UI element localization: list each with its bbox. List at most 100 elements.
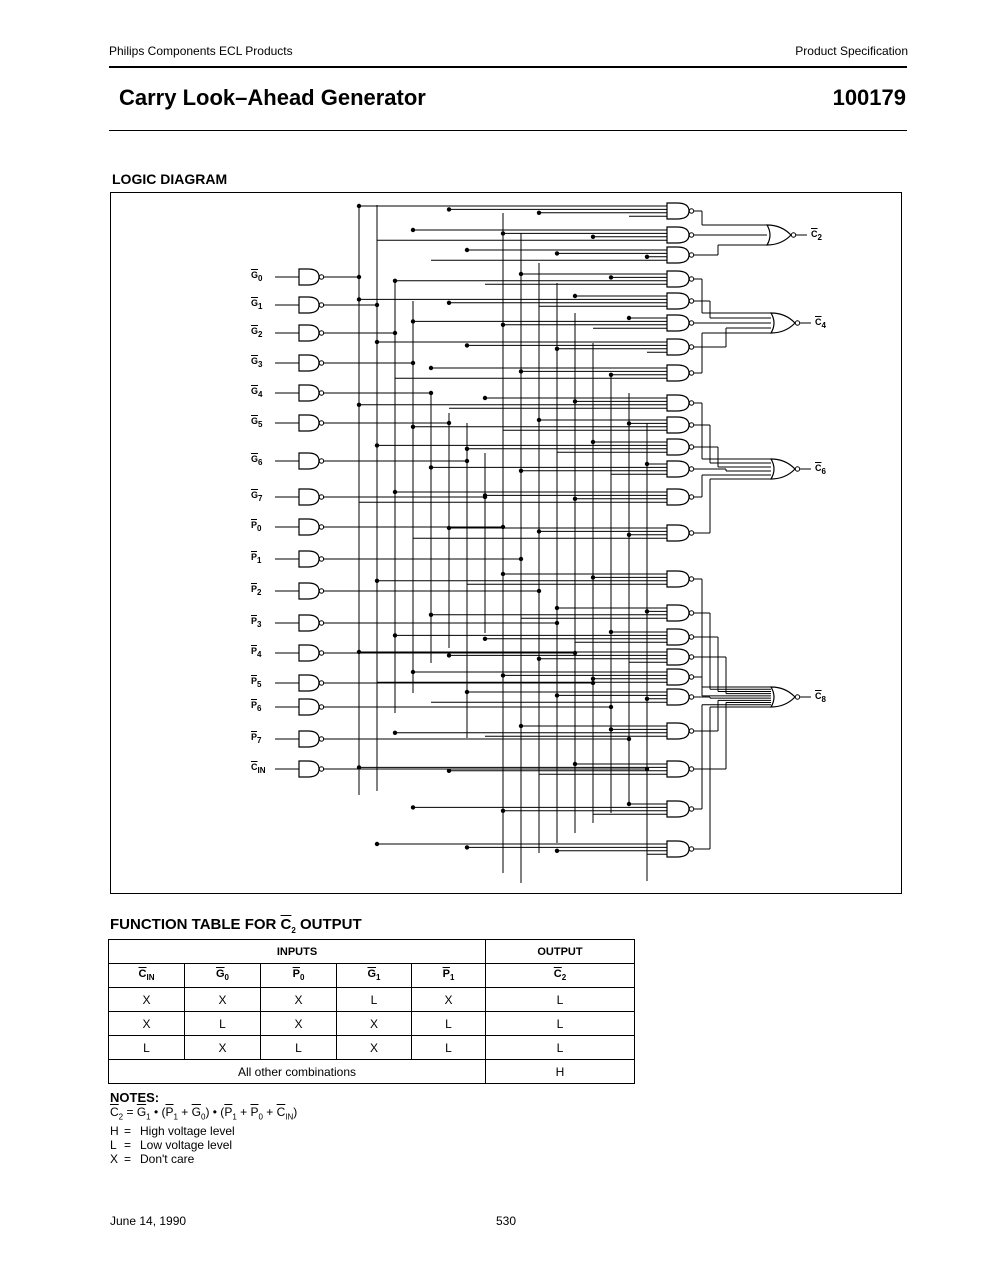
inversion-bubble (688, 766, 695, 772)
inversion-bubble (688, 422, 695, 428)
input-buffer-gate (298, 644, 320, 662)
inversion-bubble (688, 344, 695, 350)
and-gate (666, 394, 690, 412)
inversion-bubble (688, 728, 695, 734)
input-buffer-gate (298, 296, 320, 314)
inversion-bubble (688, 276, 695, 282)
junction-dot (608, 629, 614, 635)
and-gate (666, 314, 690, 332)
output-label: C8 (815, 691, 826, 704)
junction-dot (446, 525, 452, 531)
inversion-bubble (688, 232, 695, 238)
notes-heading: NOTES: (110, 1090, 160, 1105)
table-cell: L (485, 1035, 635, 1060)
junction-dot (590, 439, 596, 445)
and-gate (666, 438, 690, 456)
input-label: P6 (251, 700, 262, 713)
junction-dot (374, 443, 380, 448)
junction-dot (374, 339, 380, 345)
table-cell: X (260, 987, 337, 1012)
junction-dot (482, 493, 488, 498)
junction-dot (464, 845, 470, 850)
table-cell: X (336, 1011, 412, 1036)
junction-dot (536, 210, 542, 215)
inversion-bubble (688, 252, 695, 258)
input-buffer-gate (298, 674, 320, 692)
and-gate (666, 840, 690, 858)
inversion-bubble (688, 846, 695, 852)
inputs-header: INPUTS (108, 939, 486, 964)
or-gate (769, 312, 796, 334)
table-cell: L (485, 1011, 635, 1036)
junction-dot (590, 575, 596, 580)
notes: NOTES: C2 = G1 • (P1 + G0) • (P1 + P0 + … (110, 1090, 297, 1167)
junction-dot (428, 465, 434, 470)
input-buffer-gate (298, 354, 320, 372)
inversion-bubble (688, 400, 695, 406)
junction-dot (608, 372, 614, 377)
inversion-bubble (688, 806, 695, 812)
junction-dot (572, 399, 578, 404)
table-cell: X (184, 987, 261, 1012)
and-gate (666, 246, 690, 264)
footer-date: June 14, 1990 (110, 1214, 187, 1228)
output-label: C4 (815, 317, 826, 330)
junction-dot (572, 293, 578, 299)
junction-dot (644, 696, 650, 701)
junction-dot (554, 605, 560, 611)
junction-dot (608, 727, 614, 732)
inversion-bubble (688, 208, 695, 214)
input-label: G5 (251, 416, 263, 429)
junction-dot (554, 251, 560, 256)
junction-dot (392, 730, 398, 735)
header-doc-type: Product Specification (795, 44, 908, 58)
input-buffer-gate (298, 384, 320, 402)
junction-dot (464, 247, 470, 253)
junction-dot (554, 693, 560, 698)
inversion-bubble (688, 370, 695, 376)
and-gate (666, 460, 690, 478)
junction-dot (536, 529, 542, 534)
input-buffer-gate (298, 730, 320, 748)
junction-dot (356, 402, 362, 407)
page-number: 530 (496, 1214, 517, 1228)
junction-dot (356, 649, 362, 655)
and-gate (666, 668, 690, 686)
input-buffer-gate (298, 414, 320, 432)
input-buffer-gate (298, 268, 320, 286)
and-gate (666, 800, 690, 818)
junction-dot (464, 689, 470, 695)
junction-dot (356, 297, 362, 302)
and-gate (666, 416, 690, 434)
and-gate (666, 570, 690, 588)
or-gate (765, 224, 792, 246)
input-buffer-gate (298, 614, 320, 632)
inversion-bubble (688, 298, 695, 304)
junction-dot (410, 669, 416, 675)
and-gate (666, 488, 690, 506)
table-cell: L (336, 987, 412, 1012)
input-buffer-gate (298, 582, 320, 600)
input-buffer-gate (298, 488, 320, 506)
junction-dot (644, 609, 650, 614)
and-gate (666, 722, 690, 740)
table-cell: L (184, 1011, 261, 1036)
column-header: CIN (108, 963, 185, 988)
input-buffer-gate (298, 550, 320, 568)
junction-dot (428, 365, 434, 371)
junction-dot (464, 343, 470, 348)
junction-dot (500, 808, 506, 813)
junction-dot (644, 254, 650, 259)
and-gate (666, 604, 690, 622)
page-title: Carry Look–Ahead Generator (119, 85, 426, 110)
junction-dot (446, 300, 452, 305)
and-gate (666, 226, 690, 244)
input-label: P5 (251, 676, 262, 689)
and-gate (666, 628, 690, 646)
inversion-bubble (688, 654, 695, 660)
